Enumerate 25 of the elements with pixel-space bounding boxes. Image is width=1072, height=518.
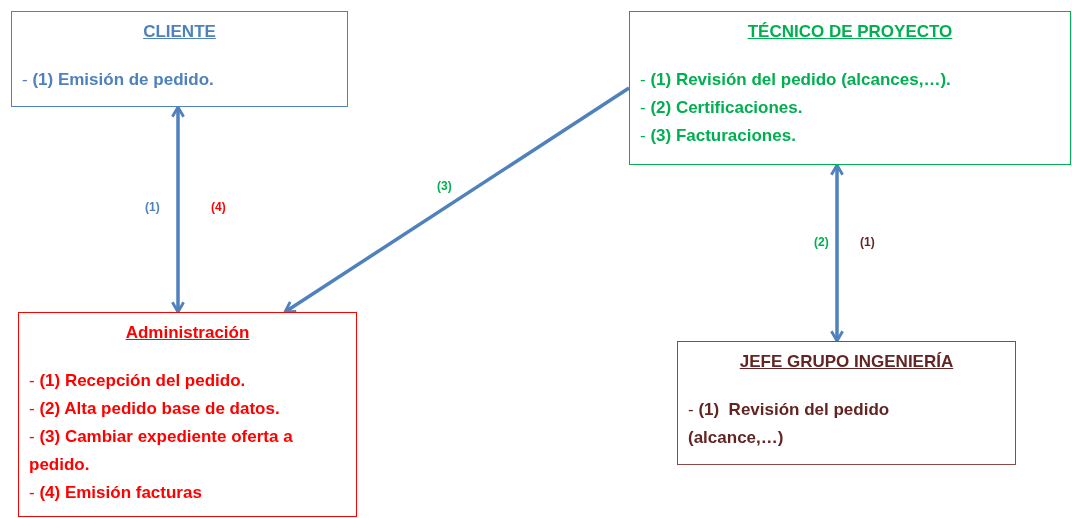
process-box: [677, 341, 1016, 465]
process-box: [629, 11, 1071, 165]
task-item: - (2) Alta pedido base de datos.: [28, 398, 281, 420]
box-heading: Administración: [124, 323, 251, 343]
task-item: - (1) Revisión del pedido (alcances,…).: [639, 69, 952, 91]
box-heading: TÉCNICO DE PROYECTO: [746, 22, 954, 42]
step-number: (1): [860, 235, 875, 249]
task-item: - (1) Revisión del pedido (alcance,…): [687, 399, 891, 449]
edge-label: (3): [437, 179, 452, 193]
task-item: - (4) Emisión facturas: [28, 482, 203, 504]
process-box: [11, 11, 348, 107]
step-number: (1): [145, 200, 160, 214]
step-number: (2): [814, 235, 829, 249]
arrow: [171, 105, 185, 314]
task-item: - (1) Emisión de pedido.: [21, 69, 215, 91]
process-box: [18, 312, 357, 517]
box-heading: JEFE GRUPO INGENIERÍA: [738, 352, 955, 372]
arrow: [830, 163, 844, 343]
task-item: - (1) Recepción del pedido.: [28, 370, 247, 392]
task-item: - (3) Cambiar expediente oferta a pedido.: [28, 426, 294, 476]
task-item: - (2) Certificaciones.: [639, 97, 804, 119]
arrow: [283, 86, 630, 314]
task-item: - (3) Facturaciones.: [639, 125, 797, 147]
step-number: (4): [211, 200, 226, 214]
box-heading: CLIENTE: [142, 22, 217, 42]
